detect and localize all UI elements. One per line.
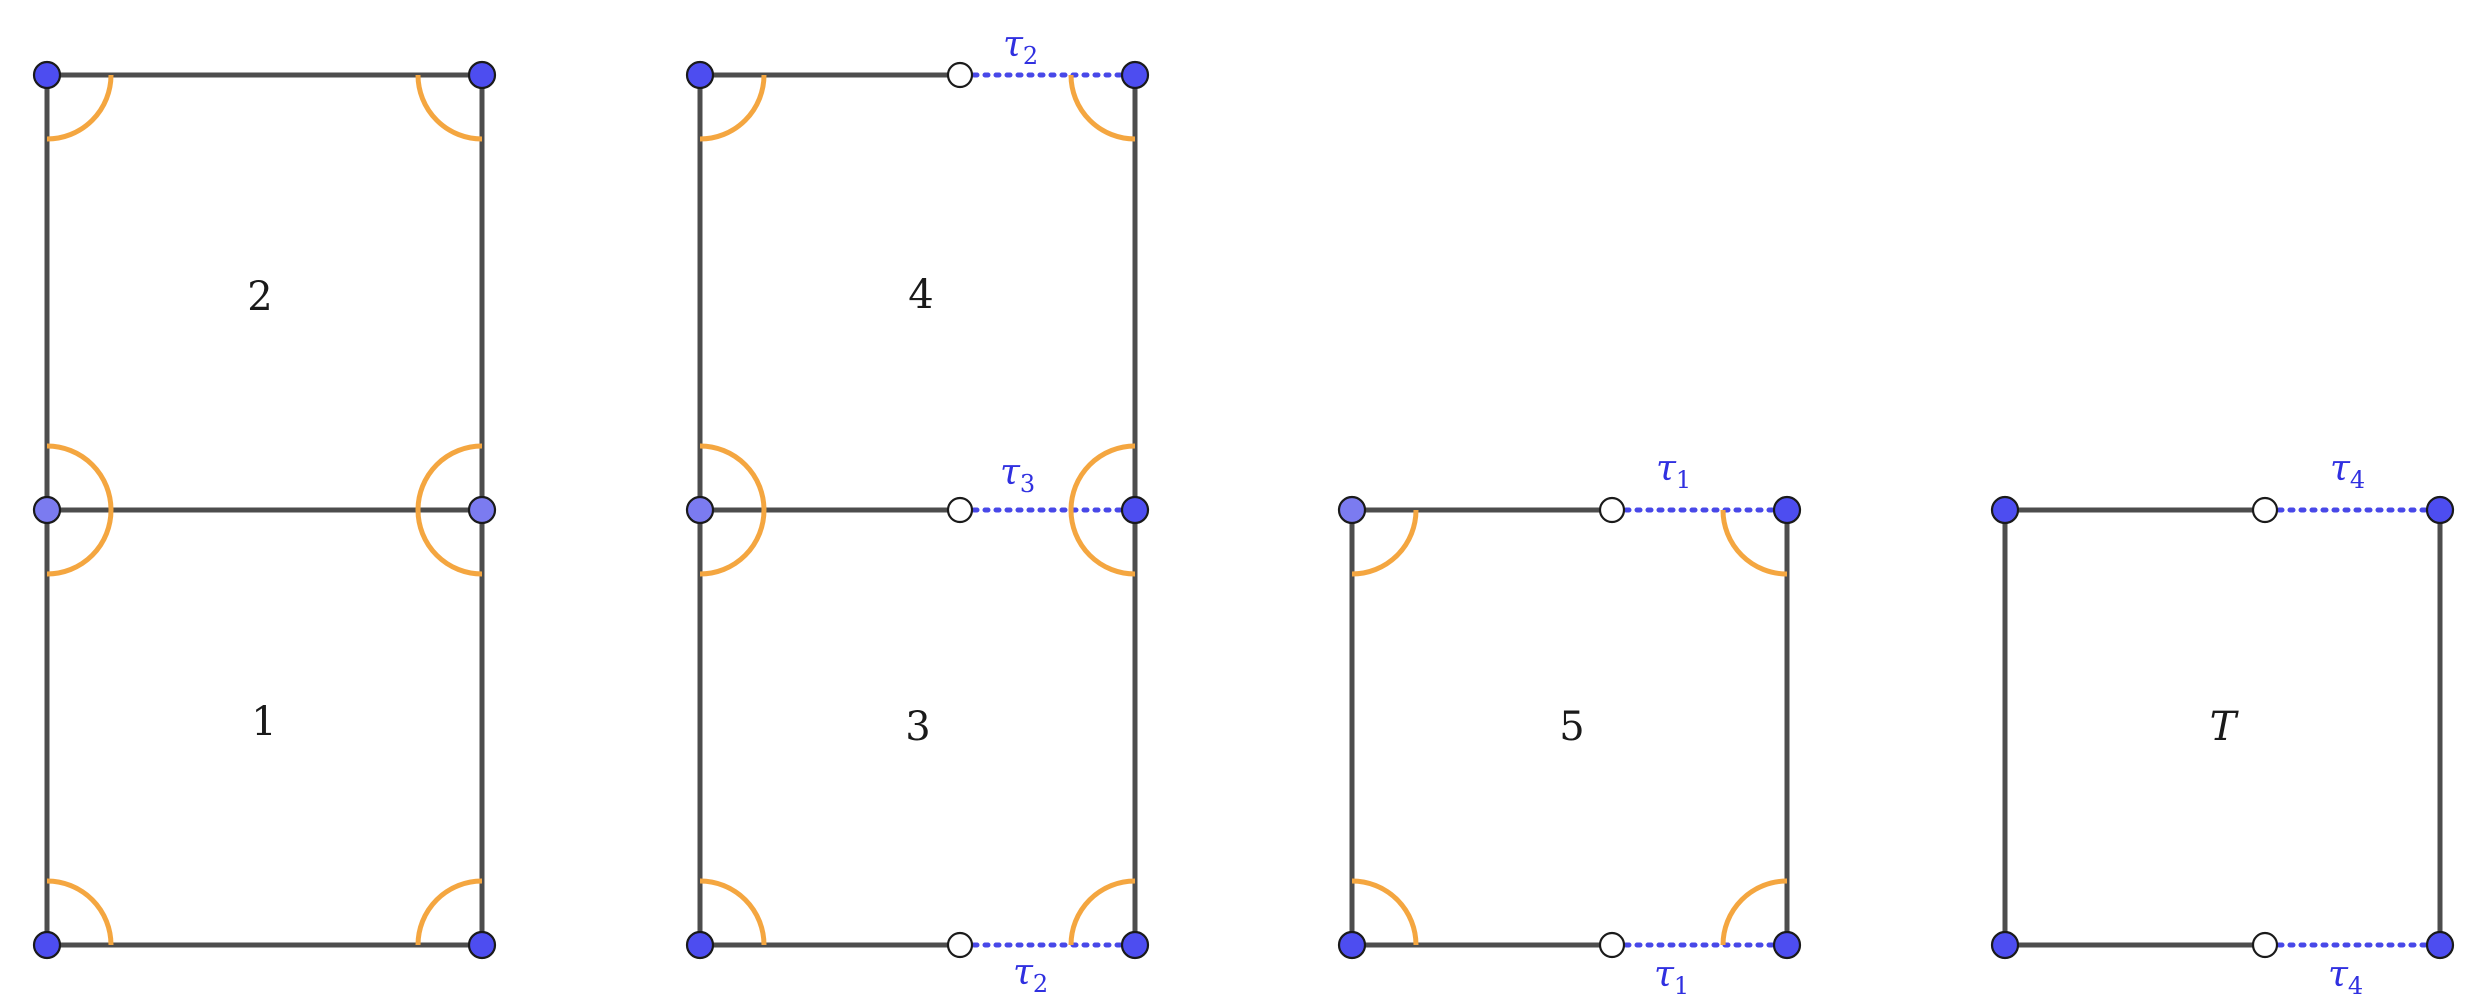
figure-squares-1-2: 2 1: [32, 60, 497, 960]
vertex-filled: [1120, 930, 1150, 960]
angle-arc: [1720, 509, 1788, 577]
angle-arc: [1351, 878, 1419, 946]
figure-square-5: 5 τ1 τ1: [1337, 448, 1802, 1000]
vertex-filled: [1337, 495, 1367, 525]
angle-arc: [46, 878, 114, 946]
vertex-filled: [32, 60, 62, 90]
square-label-4: 4: [908, 272, 933, 318]
vertex-open: [1598, 931, 1626, 959]
vertex-filled: [1772, 495, 1802, 525]
vertex-filled: [1990, 930, 2020, 960]
angle-arc: [46, 443, 114, 577]
vertex-filled: [32, 930, 62, 960]
angle-arc: [1720, 878, 1788, 946]
vertex-filled: [1772, 930, 1802, 960]
vertex-filled: [1337, 930, 1367, 960]
tau-label-4-bottom: τ4: [2328, 954, 2363, 1000]
angle-arc: [415, 443, 483, 577]
vertex-filled: [685, 60, 715, 90]
vertex-open: [946, 931, 974, 959]
vertex-filled: [2425, 495, 2455, 525]
angle-arc: [415, 74, 483, 142]
vertex-filled: [467, 495, 497, 525]
vertex-filled: [467, 930, 497, 960]
tau-label-4-top: τ4: [2330, 448, 2365, 494]
tau-label-3: τ3: [1000, 452, 1035, 498]
angle-arc: [699, 74, 767, 142]
tau-label-1-top: τ1: [1656, 448, 1691, 494]
angle-arc: [1068, 878, 1136, 946]
vertex-filled: [685, 495, 715, 525]
vertex-filled: [32, 495, 62, 525]
tau-label-2-bottom: τ2: [1013, 952, 1048, 998]
angle-arc: [46, 74, 114, 142]
vertex-filled: [2425, 930, 2455, 960]
square-label-3: 3: [905, 704, 930, 750]
vertex-open: [2251, 496, 2279, 524]
angle-arc: [415, 878, 483, 946]
figure-squares-3-4: 4 3 τ2 τ3 τ2: [685, 24, 1150, 998]
vertex-open: [946, 496, 974, 524]
vertex-open: [1598, 496, 1626, 524]
angle-arc: [699, 878, 767, 946]
square-label-1: 1: [251, 699, 276, 745]
angle-arc: [1068, 74, 1136, 142]
figure-square-T: T τ4 τ4: [1990, 448, 2455, 1000]
vertex-open: [946, 61, 974, 89]
angle-arc: [699, 443, 767, 577]
vertex-open: [2251, 931, 2279, 959]
vertex-filled: [1120, 495, 1150, 525]
square-label-2: 2: [247, 274, 272, 320]
angle-arc: [1068, 443, 1136, 577]
tau-label-1-bottom: τ1: [1654, 954, 1689, 1000]
angle-arc: [1351, 509, 1419, 577]
square-label-5: 5: [1559, 704, 1584, 750]
square-label-T: T: [2210, 704, 2240, 750]
tau-label-2-top: τ2: [1003, 24, 1038, 70]
vertex-filled: [1120, 60, 1150, 90]
vertex-filled: [685, 930, 715, 960]
vertex-filled: [1990, 495, 2020, 525]
vertex-filled: [467, 60, 497, 90]
